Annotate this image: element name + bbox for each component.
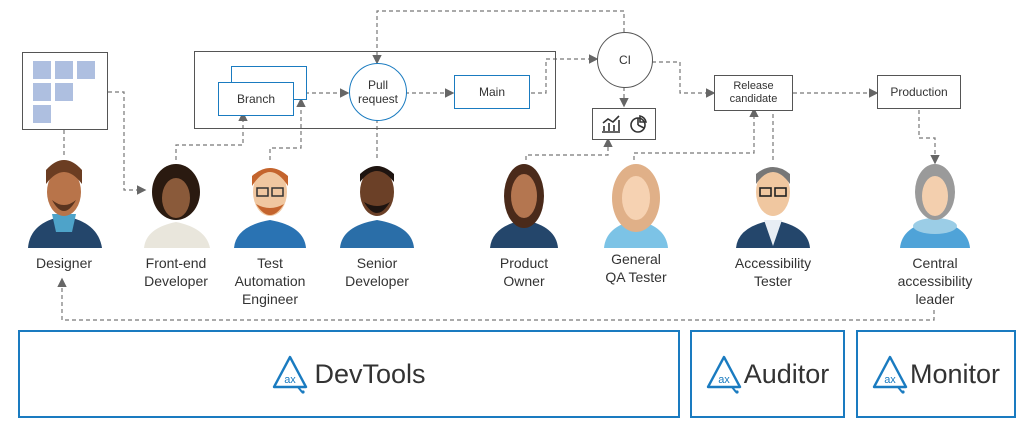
reports-box: [592, 108, 656, 140]
axe-logo-icon: ax: [706, 355, 741, 394]
production-box: Production: [877, 75, 961, 109]
product-monitor[interactable]: ax Monitor: [856, 330, 1016, 418]
person-label-accessibility-tester: Accessibility Tester: [734, 255, 812, 289]
main-label: Main: [478, 85, 505, 99]
production-label: Production: [890, 85, 948, 99]
release-candidate-label: Release candidate: [729, 80, 778, 105]
pull-request-label: Pull request: [357, 78, 399, 106]
branch-box: Branch: [218, 82, 294, 116]
axe-logo-icon: ax: [872, 355, 908, 394]
test-automation-engineer-avatar: [234, 168, 306, 248]
design-board: [22, 52, 108, 130]
product-name-auditor: Auditor: [743, 358, 830, 389]
product-owner-avatar: [490, 164, 558, 248]
product-name-devtools: DevTools: [314, 358, 426, 389]
ci-node: CI: [597, 32, 653, 88]
source-control-container: [194, 51, 556, 129]
person-label-test-automation-engineer: Test Automation Engineer: [234, 255, 306, 307]
pie-chart-icon: [630, 114, 648, 133]
person-label-front-end-developer: Front-end Developer: [144, 255, 208, 289]
person-label-senior-developer: Senior Developer: [345, 255, 409, 289]
designer-avatar: [28, 160, 102, 248]
ci-label: CI: [619, 53, 631, 67]
central-accessibility-leader-avatar: [900, 164, 970, 248]
front-end-developer-avatar: [144, 164, 210, 248]
pull-request-node: Pull request: [349, 63, 407, 121]
svg-text:ax: ax: [884, 374, 896, 386]
product-auditor[interactable]: ax Auditor: [690, 330, 845, 418]
branch-label: Branch: [236, 92, 276, 106]
senior-developer-avatar: [340, 166, 414, 248]
accessibility-tester-avatar: [736, 167, 810, 248]
main-box: Main: [454, 75, 530, 109]
release-candidate-box: Release candidate: [714, 75, 793, 111]
product-devtools[interactable]: ax DevTools: [18, 330, 680, 418]
person-label-product-owner: Product Owner: [499, 255, 549, 289]
svg-text:ax: ax: [285, 374, 297, 386]
axe-logo-icon: ax: [273, 355, 308, 394]
svg-text:ax: ax: [718, 374, 730, 386]
person-label-central-accessibility-leader: Central accessibility leader: [897, 255, 973, 307]
product-name-monitor: Monitor: [909, 358, 1001, 389]
general-qa-tester-avatar: [604, 164, 668, 248]
person-label-general-qa-tester: General QA Tester: [605, 251, 667, 285]
chart-icon: [602, 115, 620, 133]
person-label-designer: Designer: [35, 255, 93, 271]
